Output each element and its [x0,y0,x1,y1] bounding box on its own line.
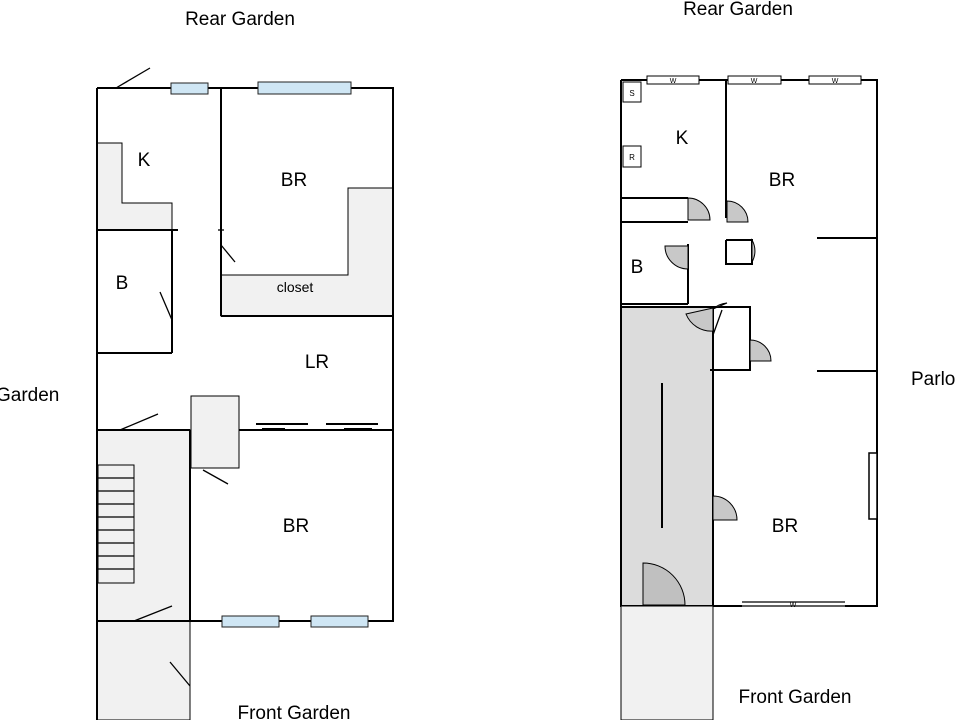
right-side-label: Parlo [911,369,955,390]
left-floor-plan: Rear Garden Garden Front Garden K BR clo… [0,9,394,720]
window-kitchen [170,82,209,95]
closet-front [710,306,751,371]
left-side-garden-label: Garden [0,385,59,406]
bedroom-door-swing [220,244,236,263]
left-rear-garden-label: Rear Garden [185,9,295,30]
left-living-label: LR [305,352,329,373]
svg-text:W: W [670,78,677,85]
hall-door-swing [685,307,714,332]
kitchen-door-swing [687,197,711,221]
right-floor-plan: W W W W S [620,0,955,720]
left-bath-label: B [116,273,129,294]
sink-fixture [622,81,642,103]
bedroom-front-door-swing [712,495,738,521]
front-door-swing [642,562,686,606]
closet-front-door-swing [749,339,772,362]
stair-hall [96,429,191,622]
closet-rear [725,239,753,265]
porch-door-swing [169,661,191,687]
hall-door-swing [119,413,159,431]
front-door-swing [133,605,173,622]
right-bedroom-rear-label: BR [769,170,795,191]
side-window [868,452,878,520]
closet-rear-door-swing [751,238,756,264]
right-bedroom-front-label: BR [772,516,798,537]
right-rear-garden-label: Rear Garden [683,0,793,20]
entry-porch [96,620,191,720]
hallway [620,306,714,607]
left-closet-label: closet [277,279,314,295]
rear-door-swing [115,67,151,89]
fridge-label: R [629,153,635,162]
chimney-block [190,395,240,469]
front-porch [620,605,714,720]
right-bath-label: B [631,257,644,278]
left-kitchen-label: K [138,150,151,171]
fridge-fixture [622,145,642,168]
bath-door-swing [664,245,689,270]
left-front-garden-label: Front Garden [238,703,351,720]
bath-door-swing [159,291,173,321]
left-outer-wall [97,87,394,622]
kitchen-counter [96,142,173,231]
window-front-1 [221,615,280,628]
closet-area [220,187,394,317]
right-kitchen-label: K [676,128,689,149]
bedroom-front-door-swing [202,469,229,485]
left-bedroom-front-label: BR [283,516,309,537]
closet-door-line [712,309,723,336]
bedroom-door-swing [726,200,749,223]
hall-door-swing-2 [712,302,728,310]
svg-text:W: W [832,78,839,85]
window-bedroom-rear [257,81,352,95]
rear-windows: W W W [646,75,862,85]
right-front-garden-label: Front Garden [739,687,852,708]
left-bedroom-rear-label: BR [281,170,307,191]
svg-text:W: W [751,78,758,85]
front-window-mark: W [790,602,797,609]
window-front-2 [310,615,369,628]
sink-label: S [629,89,634,98]
staircase [97,464,135,584]
